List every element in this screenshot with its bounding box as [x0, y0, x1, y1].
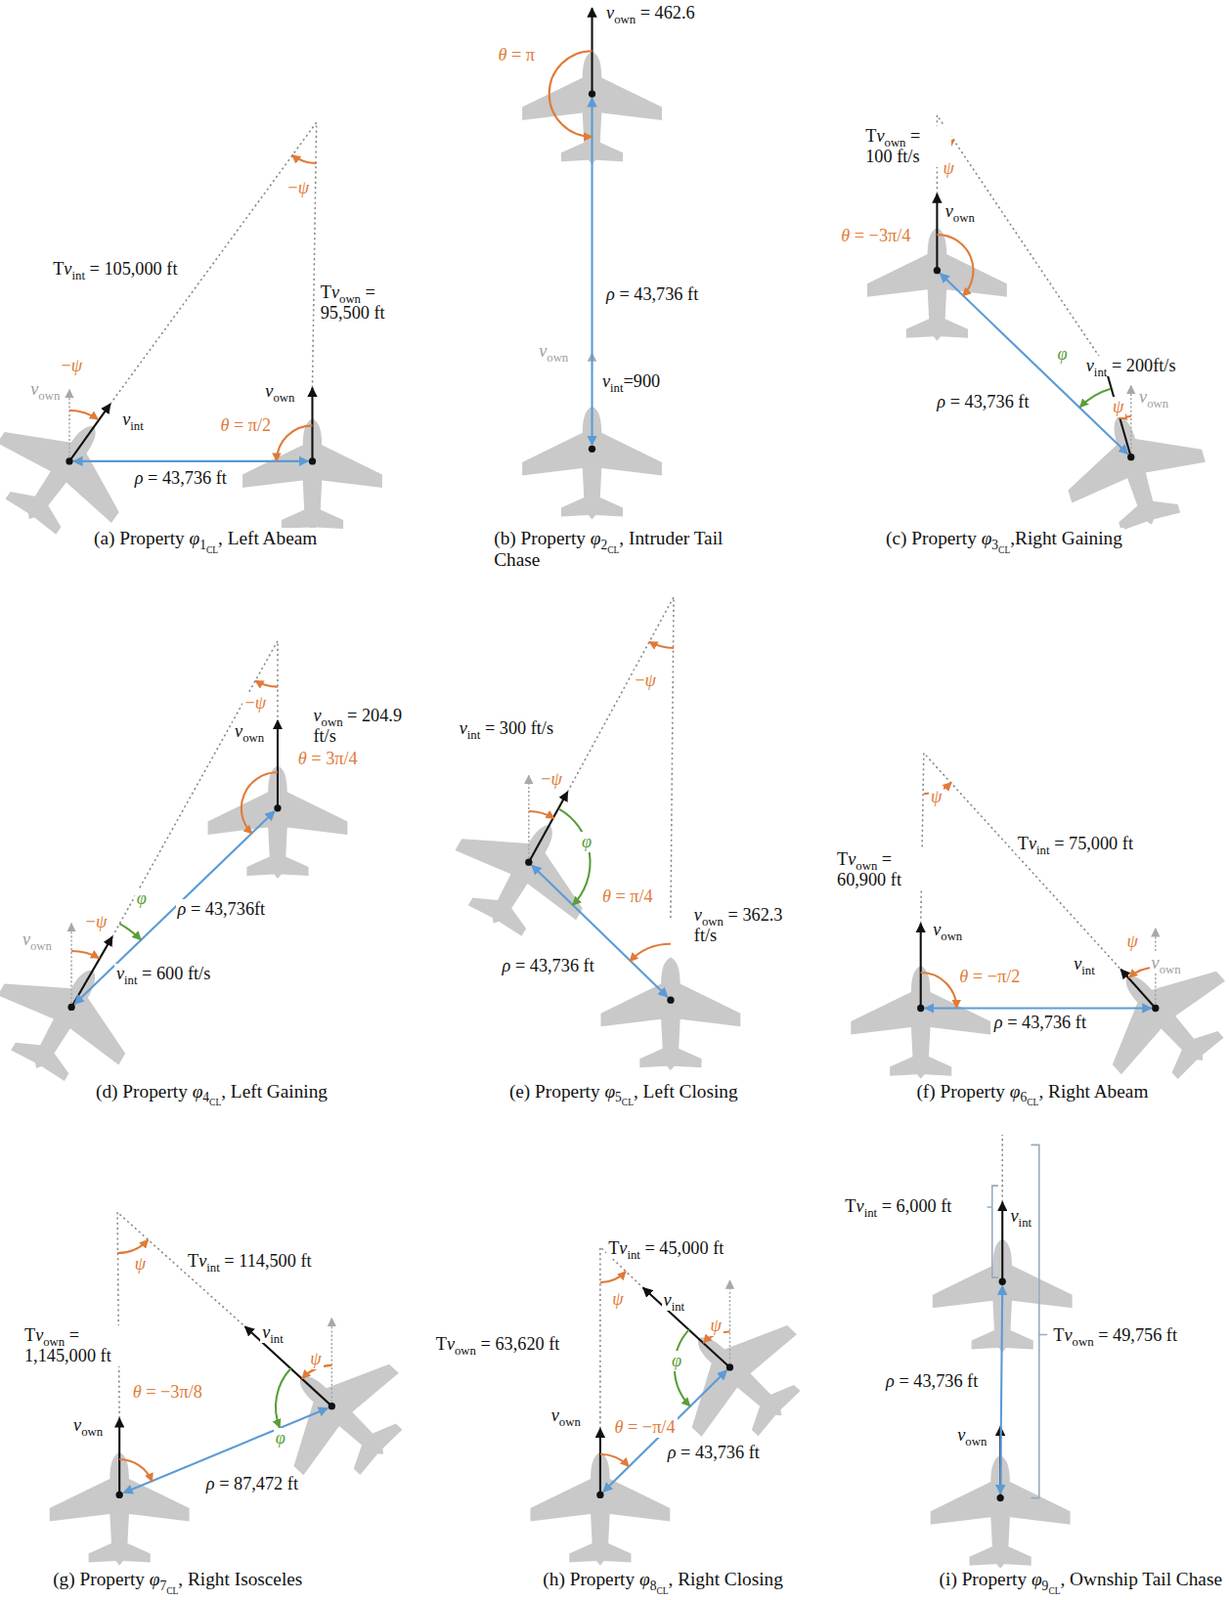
- quantity-label: Tvown = 1,145,000 ft: [22, 1325, 133, 1367]
- quantity-label: vint = 300 ft/s: [457, 718, 556, 740]
- quantity-label: vown: [20, 929, 54, 951]
- quantity-label: ρ = 43,736 ft: [883, 1371, 980, 1393]
- quantity-label: φ: [669, 1351, 684, 1372]
- quantity-label: Tvown = 49,756 ft: [1051, 1325, 1180, 1347]
- quantity-label: ρ = 43,736 ft: [132, 468, 229, 489]
- quantity-label: φ: [579, 832, 594, 853]
- quantity-label: Tvint = 105,000 ft: [50, 259, 179, 280]
- quantity-label: Tvown = 100 ft/s: [863, 126, 952, 168]
- reference-heading: [69, 352, 1156, 1406]
- quantity-label: ψ: [708, 1316, 724, 1337]
- quantity-label: vint: [260, 1322, 286, 1344]
- panel-caption: (f) Property φ6CL, Right Abeam: [914, 1081, 1150, 1104]
- quantity-label: θ = 3π/4: [296, 748, 360, 770]
- quantity-label: vown: [536, 341, 571, 362]
- quantity-label: ψ: [610, 1289, 625, 1311]
- quantity-label: vown = 462.6: [604, 2, 698, 24]
- quantity-label: Tvint = 114,500 ft: [185, 1251, 314, 1273]
- quantity-label: −ψ: [242, 693, 268, 714]
- quantity-label: vown: [955, 1425, 989, 1447]
- quantity-label: ψ: [132, 1254, 148, 1275]
- range-line: [73, 97, 1151, 1494]
- quantity-label: Tvown = 63,620 ft: [434, 1334, 563, 1356]
- quantity-label: vown: [71, 1415, 105, 1437]
- panel-caption: (b) Property φ2CL, Intruder Tail Chase: [491, 527, 764, 572]
- quantity-label: θ = −3π/8: [131, 1382, 205, 1404]
- quantity-label: θ = π: [495, 44, 537, 66]
- quantity-label: ψ: [928, 787, 944, 808]
- quantity-label: ψ: [1125, 931, 1141, 953]
- quantity-label: Tvint = 45,000 ft: [606, 1238, 726, 1260]
- quantity-label: Tvint = 75,000 ft: [1015, 833, 1136, 855]
- quantity-label: ρ = 43,736 ft: [934, 392, 1031, 413]
- quantity-label: vown: [1149, 953, 1184, 974]
- quantity-label: ρ = 43,736 ft: [992, 1012, 1089, 1034]
- quantity-label: Tvown = 95,500 ft: [318, 282, 413, 324]
- geometry-lines: [110, 115, 1122, 1430]
- quantity-label: φ: [1055, 344, 1070, 365]
- quantity-label: vint: [661, 1290, 688, 1312]
- panel-caption: (h) Property φ8CL, Right Closing: [540, 1569, 786, 1592]
- quantity-label: vint = 200ft/s: [1084, 355, 1179, 377]
- panel-caption: (e) Property φ5CL, Left Closing: [507, 1081, 741, 1104]
- angle-arc: [69, 50, 1156, 1483]
- quantity-label: −ψ: [84, 912, 110, 933]
- quantity-label: θ = −π/4: [612, 1417, 677, 1439]
- quantity-label: vown: [232, 721, 266, 743]
- quantity-label: vint: [1008, 1206, 1034, 1228]
- panel-caption: (i) Property φ9CL, Ownship Tail Chase: [937, 1569, 1225, 1592]
- quantity-label: −ψ: [538, 769, 565, 791]
- quantity-label: ψ: [307, 1349, 323, 1370]
- velocity-arrow: [69, 7, 1156, 1498]
- quantity-label: φ: [134, 888, 149, 910]
- quantity-label: ρ = 43,736ft: [175, 899, 268, 921]
- quantity-label: ρ = 43,736 ft: [500, 956, 597, 977]
- quantity-label: θ = −π/2: [957, 966, 1022, 988]
- quantity-label: vint=900: [600, 371, 662, 393]
- quantity-label: ρ = 43,736 ft: [604, 284, 701, 306]
- quantity-label: −ψ: [632, 670, 659, 692]
- quantity-label: vown: [28, 379, 62, 400]
- quantity-label: Tvown = 60,900 ft: [834, 849, 935, 891]
- quantity-label: vown: [930, 920, 965, 941]
- quantity-label: vown: [263, 381, 297, 402]
- panel-caption: (d) Property φ4CL, Left Gaining: [93, 1081, 330, 1104]
- quantity-label: vown: [549, 1405, 583, 1427]
- quantity-label: φ: [273, 1428, 288, 1449]
- quantity-label: ρ = 43,736 ft: [665, 1443, 762, 1464]
- quantity-label: vown = 362.3 ft/s: [692, 905, 798, 947]
- quantity-label: vint: [120, 409, 146, 431]
- quantity-label: ρ = 87,472 ft: [204, 1474, 301, 1495]
- quantity-label: vown = 204.9 ft/s: [310, 705, 409, 747]
- panel-caption: (g) Property φ7CL, Right Isosceles: [50, 1569, 305, 1592]
- panel-caption: (c) Property φ3CL,Right Gaining: [883, 527, 1125, 551]
- quantity-label: −ψ: [285, 177, 311, 199]
- quantity-label: vown: [943, 201, 977, 222]
- quantity-label: θ = π/2: [218, 415, 273, 437]
- quantity-label: Tvint = 6,000 ft: [842, 1196, 954, 1218]
- quantity-label: ψ: [1110, 396, 1126, 418]
- quantity-label: vint: [1071, 954, 1098, 975]
- aircraft-center: [65, 89, 1159, 1502]
- quantity-label: θ = −3π/4: [838, 225, 913, 247]
- quantity-label: ψ: [941, 158, 957, 179]
- quantity-label: θ = π/4: [600, 886, 656, 908]
- panel-caption: (a) Property φ1CL, Left Abeam: [91, 527, 319, 551]
- aircraft: [0, 50, 1229, 1569]
- quantity-label: vint = 600 ft/s: [114, 964, 213, 985]
- quantity-label: −ψ: [59, 355, 86, 377]
- quantity-label: vown: [1137, 387, 1171, 408]
- dimension-bracket: [987, 1144, 1049, 1498]
